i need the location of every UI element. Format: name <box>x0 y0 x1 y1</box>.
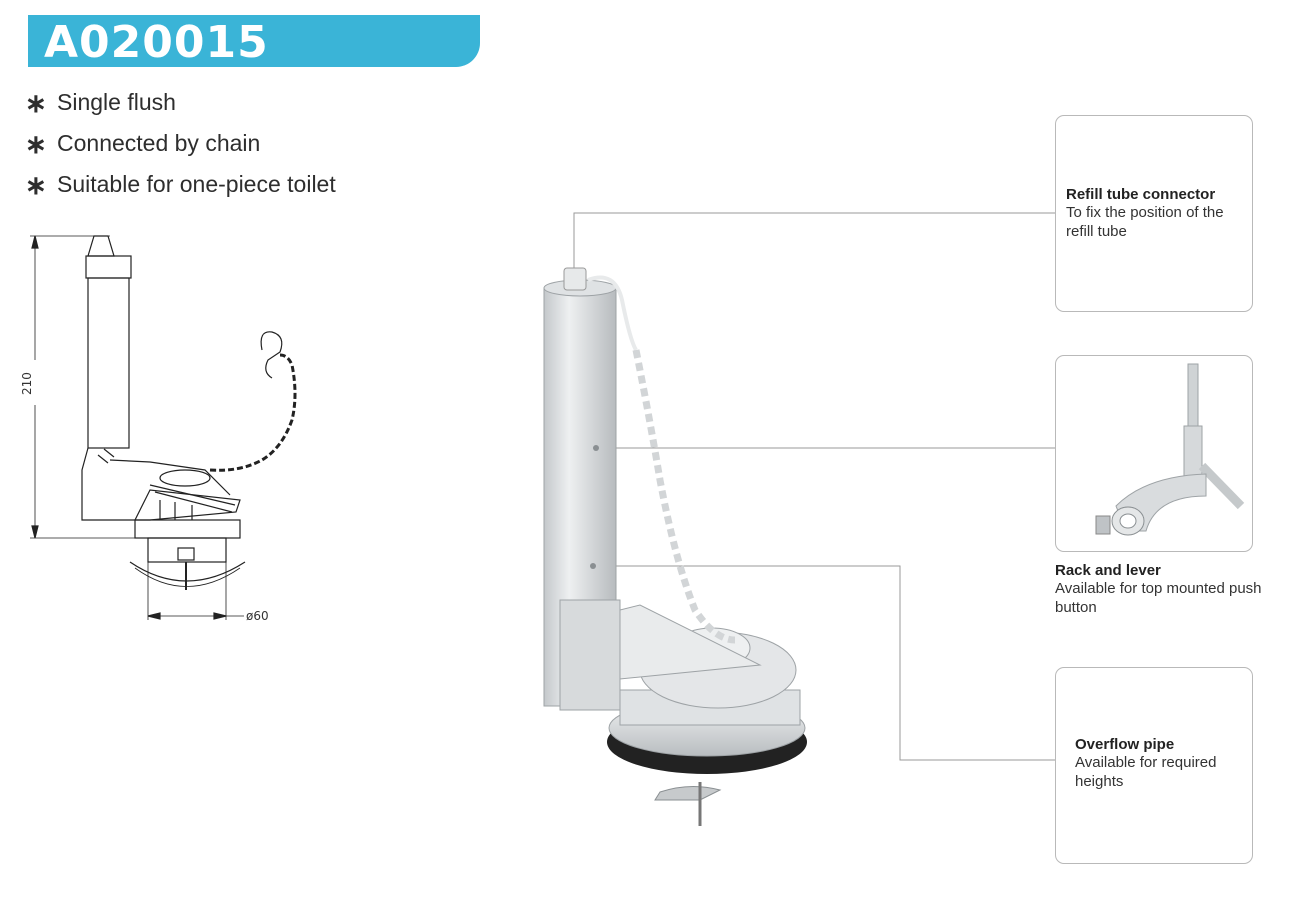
callout-description: Available for top mounted push button <box>1055 580 1262 616</box>
diameter-dimension-label: ø60 <box>246 609 269 623</box>
feature-item: ∗ Single flush <box>25 82 336 123</box>
chain-shape <box>587 275 736 644</box>
bullet-icon: ∗ <box>25 87 47 118</box>
feature-list: ∗ Single flush ∗ Connected by chain ∗ Su… <box>25 82 336 205</box>
rack-and-lever-card <box>1055 355 1253 552</box>
feature-text: Connected by chain <box>57 130 261 156</box>
callout-title: Refill tube connector <box>1066 186 1216 203</box>
overflow-pipe-text: Overflow pipe Available for required hei… <box>1075 736 1245 791</box>
callout-description: Available for required heights <box>1075 754 1217 790</box>
product-code: A020015 <box>44 17 269 68</box>
bullet-icon: ∗ <box>25 128 47 159</box>
refill-tube-connector-text: Refill tube connector To fix the positio… <box>1066 186 1246 241</box>
rack-lever-image <box>1095 363 1245 536</box>
feature-text: Suitable for one-piece toilet <box>57 171 336 197</box>
callout-title: Overflow pipe <box>1075 736 1175 753</box>
overflow-pipe-card <box>1055 667 1253 864</box>
callout-title: Rack and lever <box>1055 562 1161 579</box>
bullet-icon: ∗ <box>25 169 47 200</box>
leader-lines <box>573 212 1055 761</box>
rack-and-lever-text: Rack and lever Available for top mounted… <box>1055 562 1265 617</box>
feature-item: ∗ Suitable for one-piece toilet <box>25 164 336 205</box>
feature-text: Single flush <box>57 89 176 115</box>
drawing-lines <box>30 235 297 620</box>
flush-valve-base <box>559 599 807 826</box>
refill-tube-connector-card <box>1055 115 1253 312</box>
title-banner: A020015 <box>28 15 480 68</box>
feature-item: ∗ Connected by chain <box>25 123 336 164</box>
callout-description: To fix the position of the refill tube <box>1066 204 1224 240</box>
